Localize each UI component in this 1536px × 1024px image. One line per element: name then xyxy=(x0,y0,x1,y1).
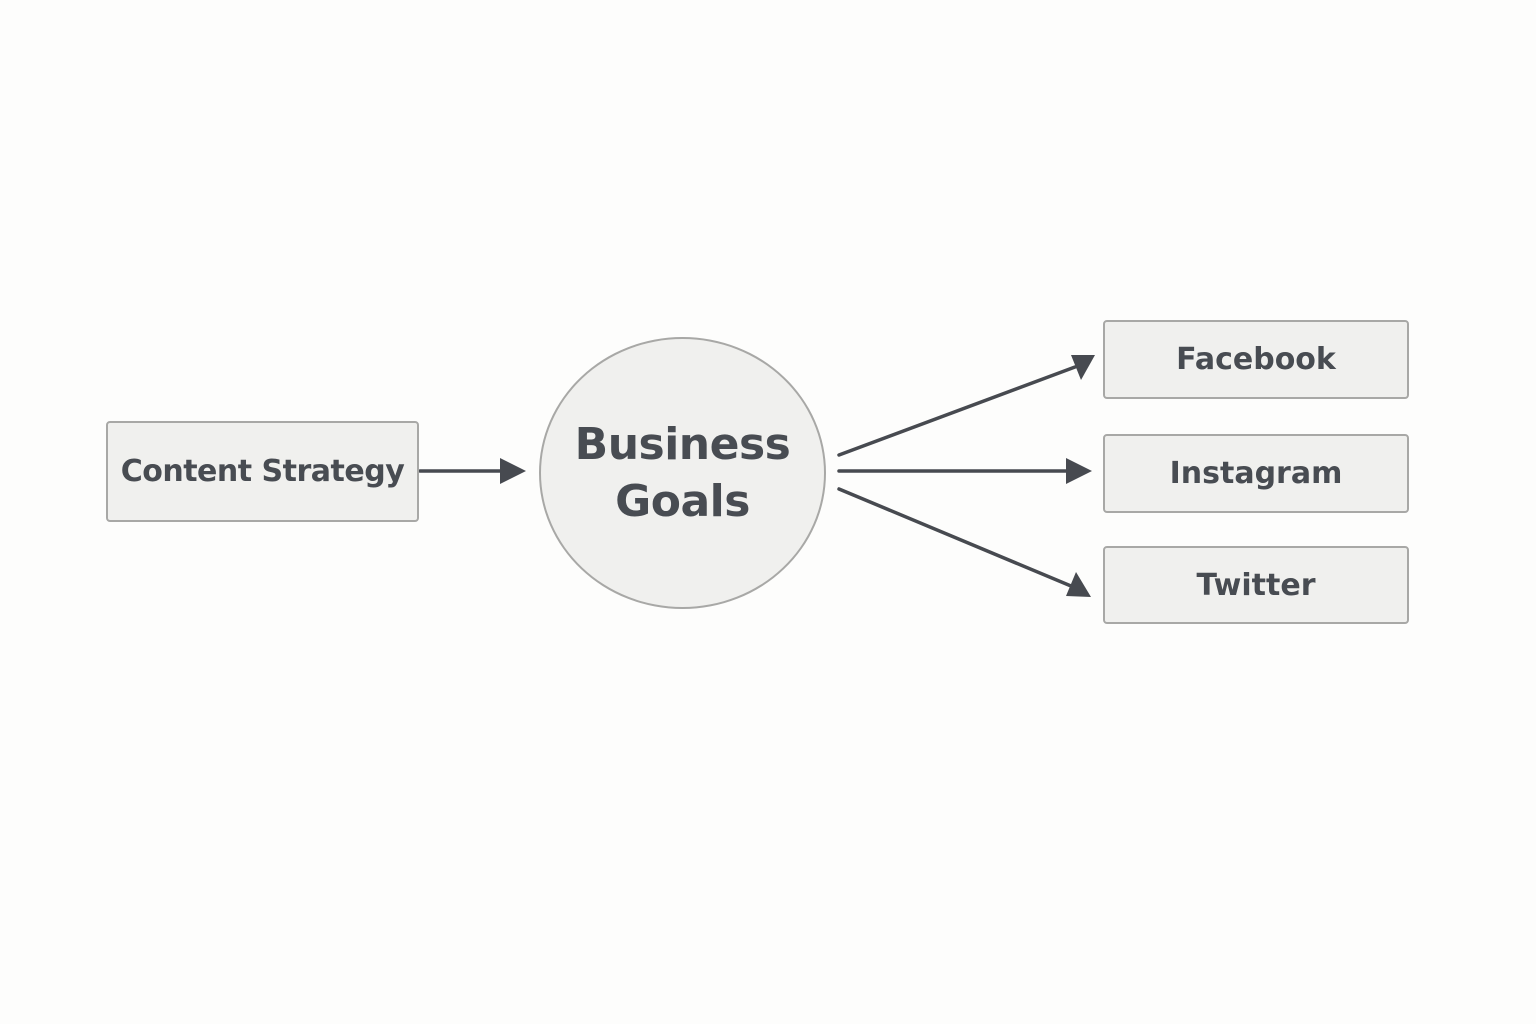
arrowhead-hub-to-instagram xyxy=(1066,458,1092,484)
business-goals-label-line-2: Goals xyxy=(615,476,750,527)
business-goals-label-line-1: Business xyxy=(574,418,791,470)
content-strategy-node: Content Strategy xyxy=(106,421,419,522)
facebook-label: Facebook xyxy=(1176,342,1336,377)
arrow-hub-to-facebook xyxy=(837,365,1077,457)
instagram-node: Instagram xyxy=(1103,434,1409,513)
business-goals-node: Business Goals xyxy=(539,337,826,609)
arrow-hub-to-twitter xyxy=(837,487,1073,588)
twitter-label: Twitter xyxy=(1196,567,1316,603)
facebook-node: Facebook xyxy=(1103,320,1409,399)
arrowhead-hub-to-twitter xyxy=(1066,572,1091,597)
twitter-node: Twitter xyxy=(1103,546,1409,624)
content-strategy-label: Content Strategy xyxy=(120,454,405,489)
arrowhead-source-to-hub xyxy=(500,458,526,484)
arrowhead-hub-to-facebook xyxy=(1071,355,1095,380)
instagram-label: Instagram xyxy=(1169,456,1343,491)
